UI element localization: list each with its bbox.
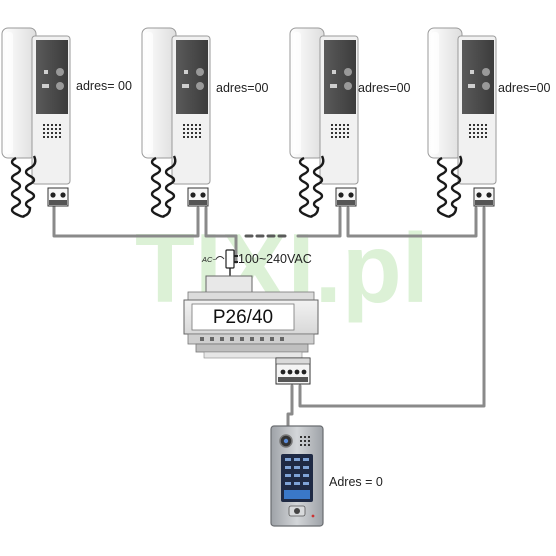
voltage-label: 100~240VAC (238, 252, 312, 266)
speaker-grille-icon (300, 436, 310, 446)
psu-to-panel-wire (286, 384, 294, 428)
handset-4 (426, 26, 498, 218)
handset-3-address-label: adres=00 (358, 81, 411, 95)
ac-label: AC~ (201, 255, 217, 264)
handset-1-address-label: adres= 00 (76, 79, 132, 93)
power-supply-unit: P26/40 (183, 275, 319, 359)
door-panel-address-label: Adres = 0 (329, 475, 383, 489)
handset-4-address-label: adres=00 (498, 81, 551, 95)
power-plug: AC~ 100~240VAC (201, 249, 312, 278)
bus-wire-mid-left (204, 206, 238, 238)
bus-wire-right (346, 206, 478, 238)
wiring (52, 203, 486, 428)
door-panel (270, 425, 324, 527)
psu-terminal-block (275, 357, 311, 385)
psu-model-label: P26/40 (213, 307, 273, 328)
return-wire (298, 206, 486, 408)
handset-1 (0, 26, 72, 218)
handset-2-address-label: adres=00 (216, 81, 269, 95)
handset-3 (288, 26, 360, 218)
bus-wire-mid-right (296, 206, 342, 238)
bus-wire-left (52, 203, 200, 238)
handset-2 (140, 26, 212, 218)
